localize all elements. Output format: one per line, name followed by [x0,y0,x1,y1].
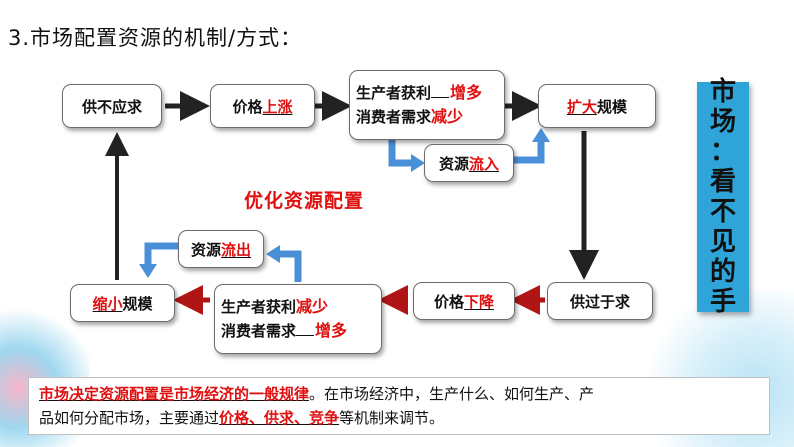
blank-line-2 [296,323,315,336]
box-expand-scale: 扩大规模 [538,84,656,128]
page-title: 3.市场配置资源的机制/方式： [8,26,303,50]
sidebar-char: ： [709,137,736,167]
label-producer-profit: 生产者获利 [356,84,432,102]
box-resource-out: 资源流出 [178,230,264,268]
fill-increase: 增多 [450,83,483,102]
blue-arrow-in-2 [514,140,545,164]
blue-arrow-out-2 [144,242,178,266]
row-consumer-demand-2: 消费者需求增多 [221,319,347,343]
blue-arrow-head-1 [411,154,425,172]
row-consumer-demand: 消费者需求减少 [356,105,463,129]
fill-decrease-2: 减少 [296,297,329,316]
box-supply-less-than-demand: 供不应求 [62,84,162,128]
blank-line [431,85,450,98]
box-resource-in: 资源流入 [424,144,514,182]
label-price: 价格 [232,97,263,116]
blue-arrow-in-1 [388,138,413,167]
summary-highlight-1: 市场决定资源配置是市场经济的一般规律 [39,385,310,403]
label-scale-2: 规模 [122,294,153,313]
box-supply-greater-than-demand: 供过于求 [547,282,653,320]
blue-arrow-out-1 [278,250,302,282]
row-producer-profit: 生产者获利增多 [356,81,482,105]
invisible-hand-sidebar: 市 场 ： 看 不 见 的 手 [697,77,749,317]
summary-line-2: 品如何分配市场，主要通过价格、供求、竞争等机制来调节。 [39,406,759,430]
box-shrink-scale: 缩小规模 [70,284,175,322]
label-resource-2: 资源 [190,240,221,259]
sidebar-char: 见 [709,227,736,257]
row-producer-profit-2: 生产者获利减少 [221,295,328,319]
fill-resource-in: 流入 [469,154,500,173]
label-supply-less-than-demand: 供不应求 [81,97,142,116]
summary-highlight-2: 价格、供求、竞争 [219,409,340,427]
summary-text-2a: 品如何分配市场，主要通过 [39,409,220,427]
box-profit-demand-bottom: 生产者获利减少 消费者需求增多 [214,284,382,354]
label-scale: 规模 [597,97,628,116]
optimize-resource-allocation: 优化资源配置 [244,190,365,212]
fill-price-fall: 下降 [464,292,495,311]
summary-text-1: 。在市场经济中，生产什么、如何生产、产 [309,385,595,403]
label-producer-profit-2: 生产者获利 [221,298,297,316]
fill-decrease: 减少 [431,107,464,126]
sidebar-char: 手 [709,287,736,317]
blue-arrow-head-3 [266,245,280,263]
summary-line-1: 市场决定资源配置是市场经济的一般规律。在市场经济中，生产什么、如何生产、产 [39,382,759,406]
summary-box: 市场决定资源配置是市场经济的一般规律。在市场经济中，生产什么、如何生产、产 品如… [28,377,770,435]
label-price-2: 价格 [433,292,464,311]
sidebar-char: 不 [709,197,736,227]
label-resource: 资源 [438,154,469,173]
sidebar-char: 看 [709,167,736,197]
sidebar-char: 市 [709,77,736,107]
sidebar-char: 的 [709,257,736,287]
blue-arrow-head-4 [139,264,157,278]
fill-price-rise: 上涨 [262,97,293,116]
box-profit-demand-top: 生产者获利增多 消费者需求减少 [349,70,505,140]
fill-increase-2: 增多 [315,321,348,340]
label-consumer-demand: 消费者需求 [356,108,432,126]
fill-shrink: 缩小 [92,294,123,313]
label-consumer-demand-2: 消费者需求 [221,322,297,340]
blue-arrow-head-2 [532,128,550,142]
fill-resource-out: 流出 [221,240,252,259]
sidebar-char: 场 [709,107,736,137]
summary-text-2b: 等机制来调节。 [339,409,445,427]
fill-expand: 扩大 [566,97,597,116]
box-price-rise: 价格上涨 [210,84,315,128]
box-price-fall: 价格下降 [413,282,515,320]
label-supply-greater-than-demand: 供过于求 [569,292,630,311]
